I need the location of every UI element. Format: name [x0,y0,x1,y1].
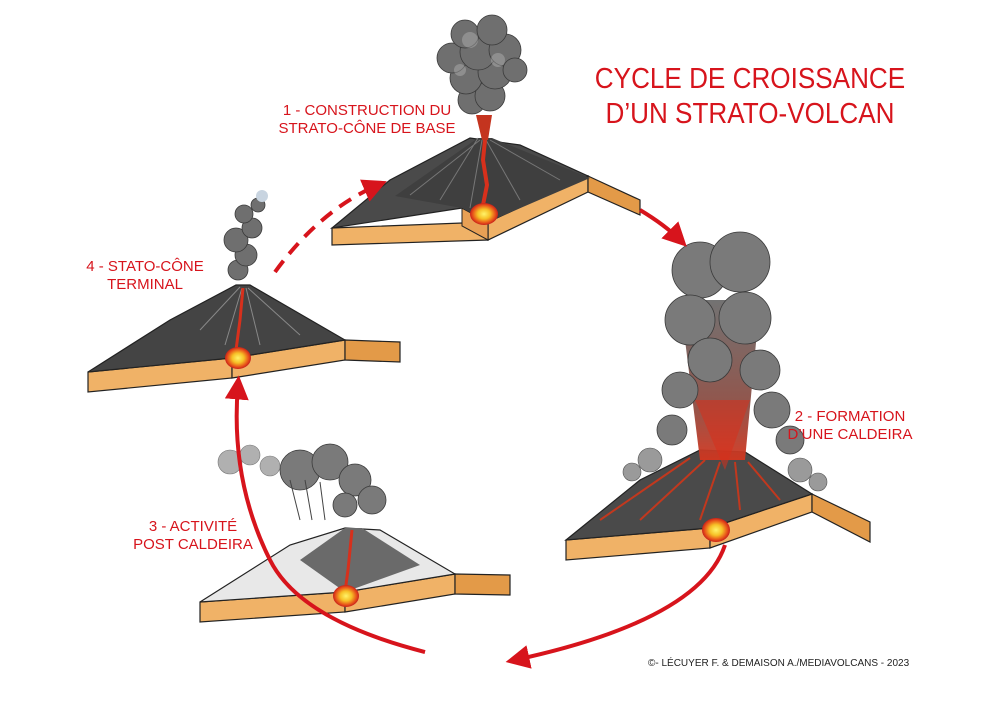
stage-4-line-1: 4 - STATO-CÔNE [86,258,204,275]
stage-3-line-2: POST CALDEIRA [133,535,253,553]
stage-1-label: 1 - CONSTRUCTION DU STRATO-CÔNE DE BASE [262,102,472,137]
stage-2-line-2: D’UNE CALDEIRA [787,425,913,443]
title-line-2: D’UN STRATO-VOLCAN [605,97,895,130]
arrow-2-to-3 [505,544,727,669]
stage-1-block [329,14,641,246]
arrow-4-to-1-dashed [273,179,387,274]
arrow-3-to-4 [224,375,426,654]
stage-3-line-1: 3 - ACTIVITÉ [148,518,238,535]
stage-3-label: 3 - ACTIVITÉ POST CALDEIRA [118,518,268,553]
copyright-credit: ©- LÉCUYER F. & DEMAISON A./MEDIAVOLCANS… [648,658,910,669]
diagram-title: CYCLE DE CROISSANCE D’UN STRATO-VOLCAN [579,62,921,132]
stage-1-line-2: STRATO-CÔNE DE BASE [278,119,456,137]
stage-4-block [87,190,401,393]
title-line-1: CYCLE DE CROISSANCE [594,63,906,95]
stage-4-line-2: TERMINAL [107,275,183,293]
stage-2-label: 2 - FORMATION D’UNE CALDEIRA [770,408,930,443]
stage-1-line-1: 1 - CONSTRUCTION DU [282,102,452,119]
stage-3-block [199,443,511,623]
cycle-arrows [224,179,727,669]
arrow-1-to-2 [638,208,687,247]
stage-4-label: 4 - STATO-CÔNE TERMINAL [70,258,220,293]
stage-2-line-1: 2 - FORMATION [794,408,906,425]
stage-2-block [564,231,871,561]
